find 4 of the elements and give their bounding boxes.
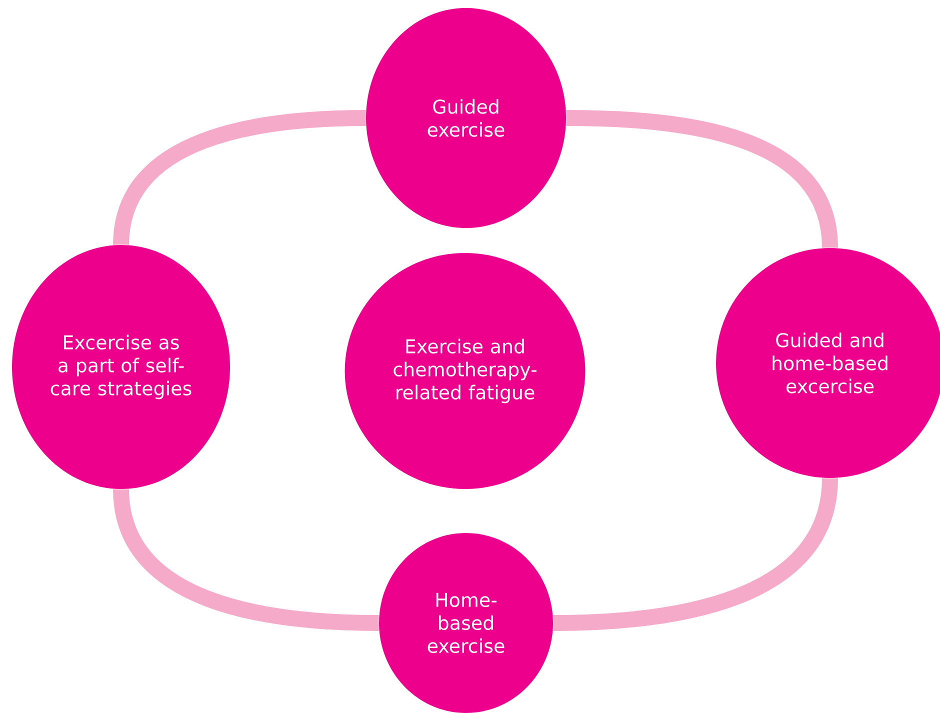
ring-arc bbox=[566, 110, 838, 249]
ring-arc bbox=[113, 110, 366, 246]
ring-arc bbox=[553, 477, 838, 631]
ring-arc bbox=[113, 488, 379, 631]
